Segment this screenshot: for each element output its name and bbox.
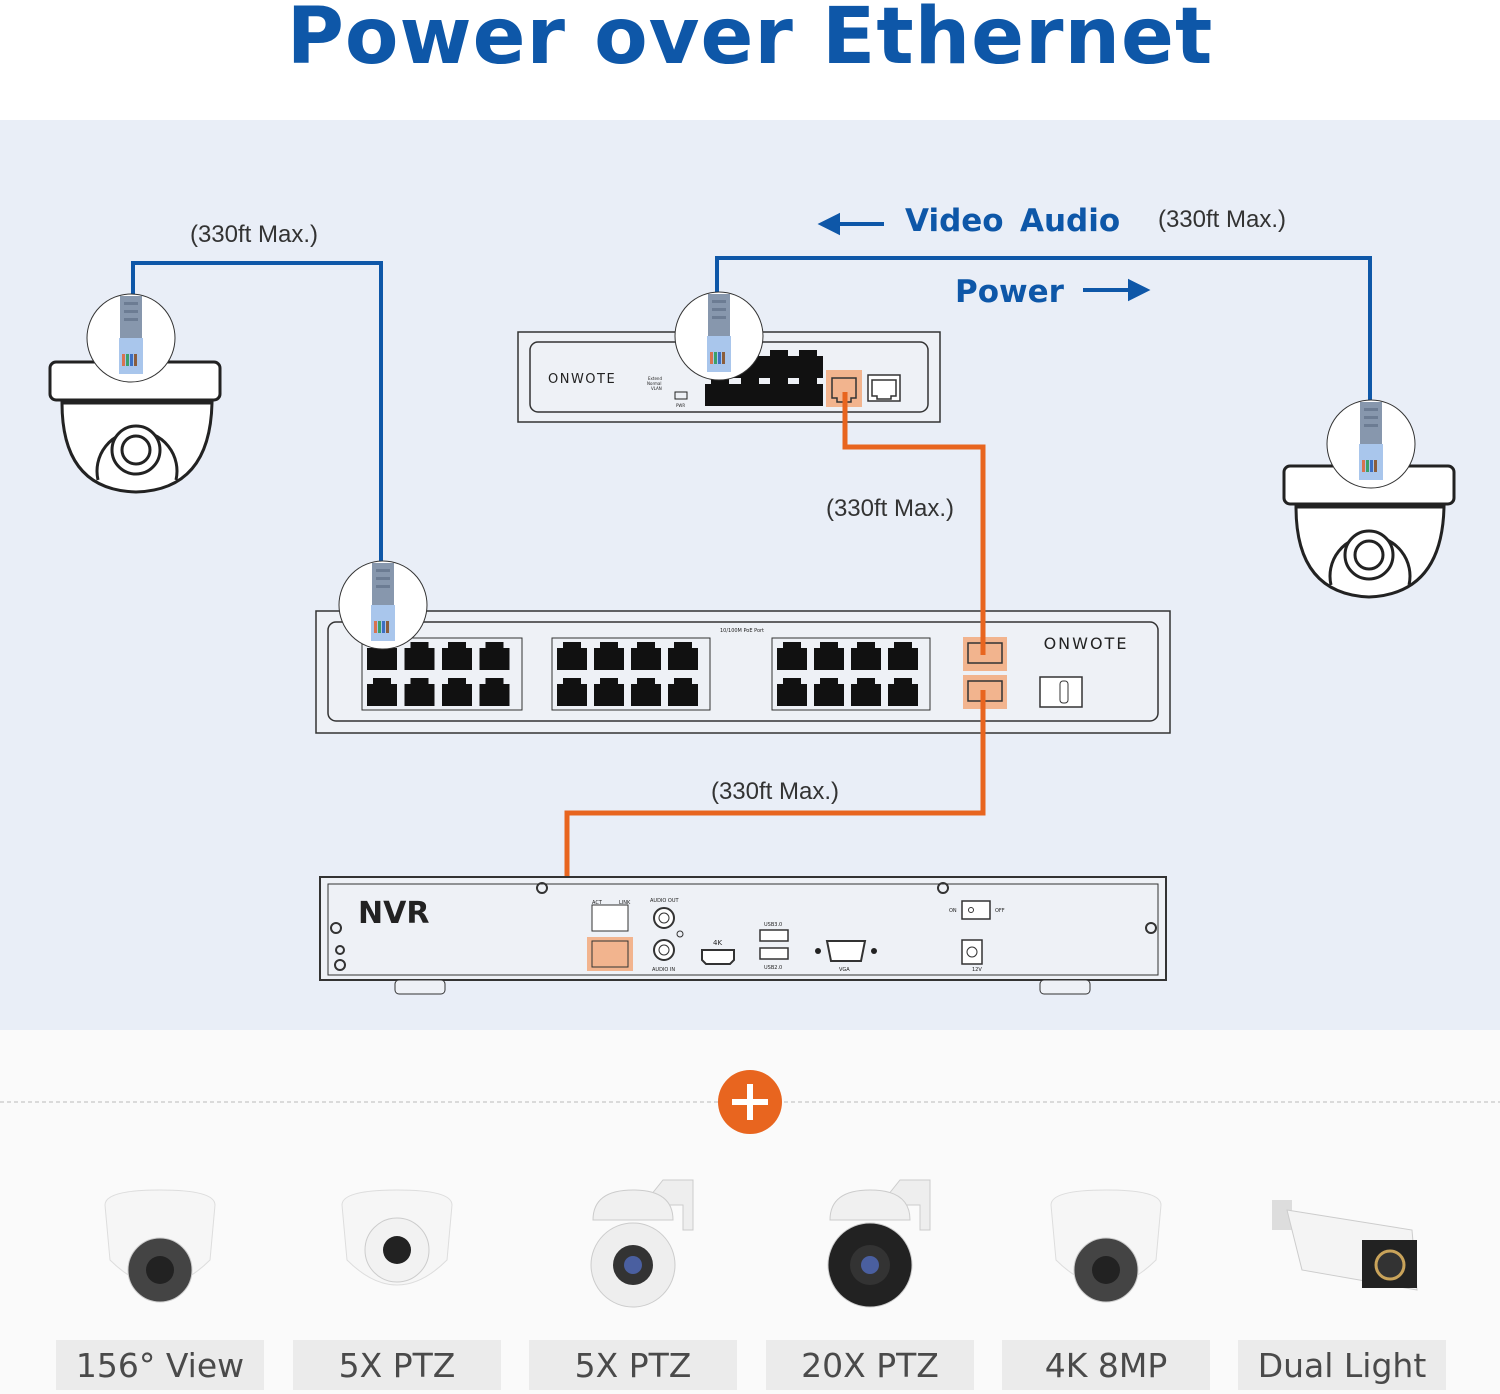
cable-switch-to-switch (842, 392, 986, 655)
small-switch-brand: ONWOTE (548, 372, 616, 387)
large-switch-header: 10/100M PoE Port (720, 628, 764, 634)
usb-bottom-label: USB2.0 (764, 965, 782, 971)
audio-out-label: AUDIO OUT (650, 898, 680, 904)
hdmi-label: 4K (713, 939, 722, 947)
mode-vlan: VLAN (651, 386, 662, 391)
power-12v-label: 12V (972, 967, 982, 973)
camera-product-bullet (1272, 1200, 1418, 1291)
link-label: LINK (619, 900, 631, 906)
mode-normal: Normal (647, 381, 661, 386)
connector-large-switch (338, 560, 428, 650)
camera-label: 5X PTZ (529, 1340, 737, 1390)
camera-label: 20X PTZ (766, 1340, 974, 1390)
nvr-link-label: (330ft Max.) (711, 778, 839, 805)
left-cable-label: (330ft Max.) (190, 221, 318, 248)
connector-right-camera (1326, 399, 1416, 489)
camera-product-turret (104, 1189, 216, 1303)
right-dome-camera (1282, 464, 1456, 599)
camera-label: 5X PTZ (293, 1340, 501, 1390)
video-label: Video (905, 203, 1004, 239)
usb-top-label: USB3.0 (764, 922, 782, 928)
camera-product-dome-zoom (341, 1189, 453, 1286)
camera-label: 156° View (56, 1340, 264, 1390)
act-label: ACT (592, 900, 603, 906)
connector-small-switch (674, 291, 764, 381)
switch-link-label: (330ft Max.) (826, 495, 954, 522)
large-switch-ports (361, 637, 931, 711)
arrow-right-icon (1083, 278, 1151, 302)
plus-circle-icon (718, 1070, 782, 1134)
connector-left-camera (86, 293, 176, 383)
nvr-lan-port-highlight (587, 937, 633, 971)
audio-in-label: AUDIO IN (652, 967, 675, 973)
audio-label: Audio (1020, 203, 1120, 239)
large-poe-switch: 10/100M PoE Port ONWOTE (315, 610, 1171, 734)
page-title: Power over Ethernet (286, 0, 1214, 82)
right-cable-max: (330ft Max.) (1158, 206, 1286, 233)
camera-label: 4K 8MP (1002, 1340, 1210, 1390)
pwr-label: PWR (676, 403, 685, 408)
arrow-left-icon (817, 212, 884, 236)
camera-product-turret (1050, 1189, 1162, 1303)
power-label: Power (955, 274, 1065, 310)
large-switch-brand: ONWOTE (1044, 634, 1129, 653)
on-label: ON (949, 908, 957, 914)
camera-product-ptz-wall-large (827, 1179, 931, 1308)
nvr-label: NVR (358, 896, 429, 931)
title-band: Power over Ethernet (0, 0, 1500, 120)
nvr-recorder: NVR ACT LINK AUDIO OUT AUDIO IN 4K USB3.… (319, 876, 1167, 995)
mode-extend: Extend (648, 376, 662, 381)
vga-label: VGA (839, 967, 850, 973)
off-label: OFF (995, 908, 1005, 914)
camera-product-ptz-wall (590, 1179, 694, 1308)
camera-label: Dual Light (1238, 1340, 1446, 1390)
